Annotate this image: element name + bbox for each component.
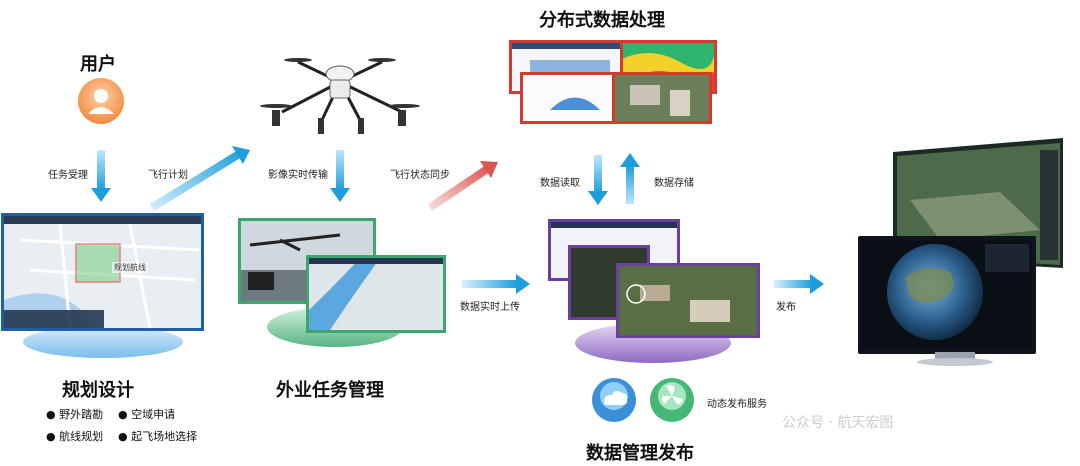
planning-title: 规划设计 <box>62 380 134 401</box>
planning-bullet-3: ● 航线规划 <box>46 430 104 443</box>
map-route-label: 规划航线 <box>112 262 148 273</box>
edge-data-upload-label: 数据实时上传 <box>460 302 520 313</box>
datamgmt-screen-front <box>616 263 760 338</box>
user-avatar-icon <box>78 78 124 124</box>
edge-task-accept-label: 任务受理 <box>48 170 88 181</box>
edge-data-store-label: 数据存储 <box>654 178 694 189</box>
distributed-app-screen-2 <box>520 72 620 124</box>
planning-map-screen <box>1 213 204 331</box>
distributed-title: 分布式数据处理 <box>539 10 665 31</box>
service-label: 动态发布服务 <box>707 399 767 410</box>
planning-bullet-4: ● 起飞场地选择 <box>118 430 198 443</box>
user-title: 用户 <box>80 54 116 75</box>
arrow-task-accept <box>91 150 111 202</box>
field-map-screen <box>306 255 446 333</box>
arrow-flight-plan <box>150 146 250 211</box>
planning-bullet-2: ● 空域申请 <box>118 408 176 421</box>
globe-tv <box>858 236 1036 366</box>
arrow-data-store <box>620 153 640 204</box>
edge-publish-label: 发布 <box>776 302 796 313</box>
arrow-flight-sync <box>428 161 498 211</box>
edge-data-read-label: 数据读取 <box>540 178 580 189</box>
arrow-data-upload <box>462 274 530 294</box>
edge-image-transfer-label: 影像实时传输 <box>268 170 328 181</box>
watermark: 公众号 · 航天宏图 <box>782 415 894 431</box>
arrow-data-read <box>588 155 608 205</box>
drone-icon <box>260 58 420 134</box>
planning-bullet-1: ● 野外踏勘 <box>46 408 104 421</box>
edge-flight-sync-label: 飞行状态同步 <box>390 170 450 181</box>
edge-flight-plan-label: 飞行计划 <box>148 170 188 181</box>
planning-platform <box>23 326 183 358</box>
arrow-image-transfer <box>330 150 350 202</box>
cloud-service-icon <box>592 378 636 422</box>
arrow-publish <box>774 274 824 294</box>
fan-service-icon <box>650 378 694 422</box>
distributed-aerial-screen <box>612 72 712 124</box>
field-title: 外业任务管理 <box>276 380 384 401</box>
datamgmt-title: 数据管理发布 <box>586 443 694 464</box>
3d-city-monitor <box>893 138 1063 268</box>
